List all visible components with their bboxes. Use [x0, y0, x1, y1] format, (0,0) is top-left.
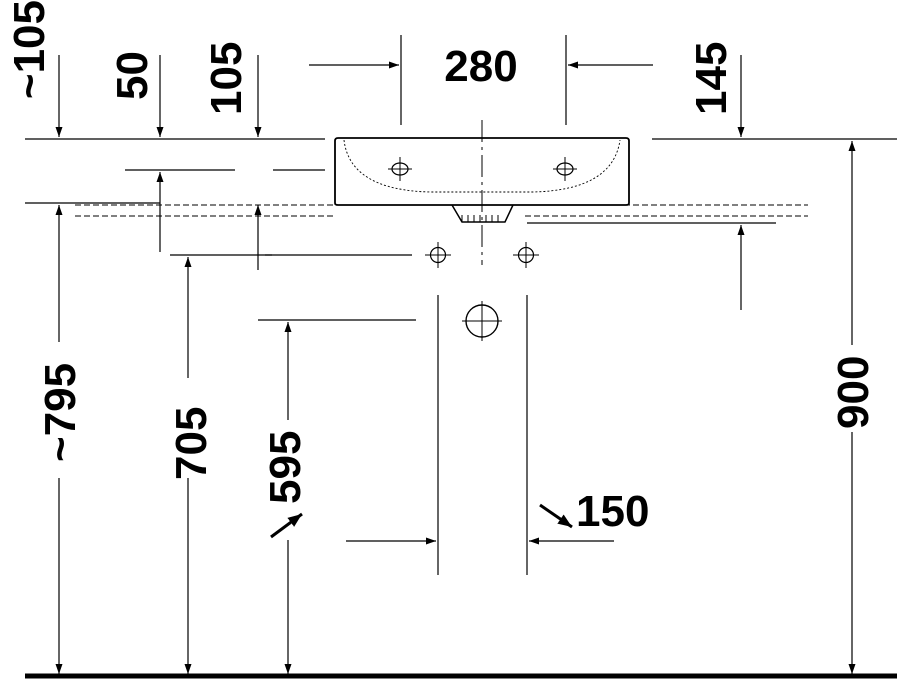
label-approx-105-top: ~105 [5, 0, 54, 99]
label-50: 50 [108, 51, 157, 100]
washbasin [334, 137, 630, 223]
label-150: 150 [576, 487, 649, 536]
leader-arrow-150 [539, 503, 573, 529]
label-900: 900 [829, 356, 878, 429]
tap-hole-left [388, 157, 412, 181]
label-705: 705 [167, 407, 216, 480]
supply-connection-right [513, 242, 539, 268]
label-approx-795: ~795 [36, 363, 85, 462]
label-145: 145 [687, 42, 736, 115]
label-280: 280 [444, 42, 517, 91]
tap-hole-right [553, 157, 577, 181]
leader-arrow-595 [270, 512, 303, 539]
label-105: 105 [202, 42, 251, 115]
label-595: 595 [261, 431, 310, 504]
waste-connection [462, 301, 502, 341]
supply-connection-left [425, 242, 451, 268]
